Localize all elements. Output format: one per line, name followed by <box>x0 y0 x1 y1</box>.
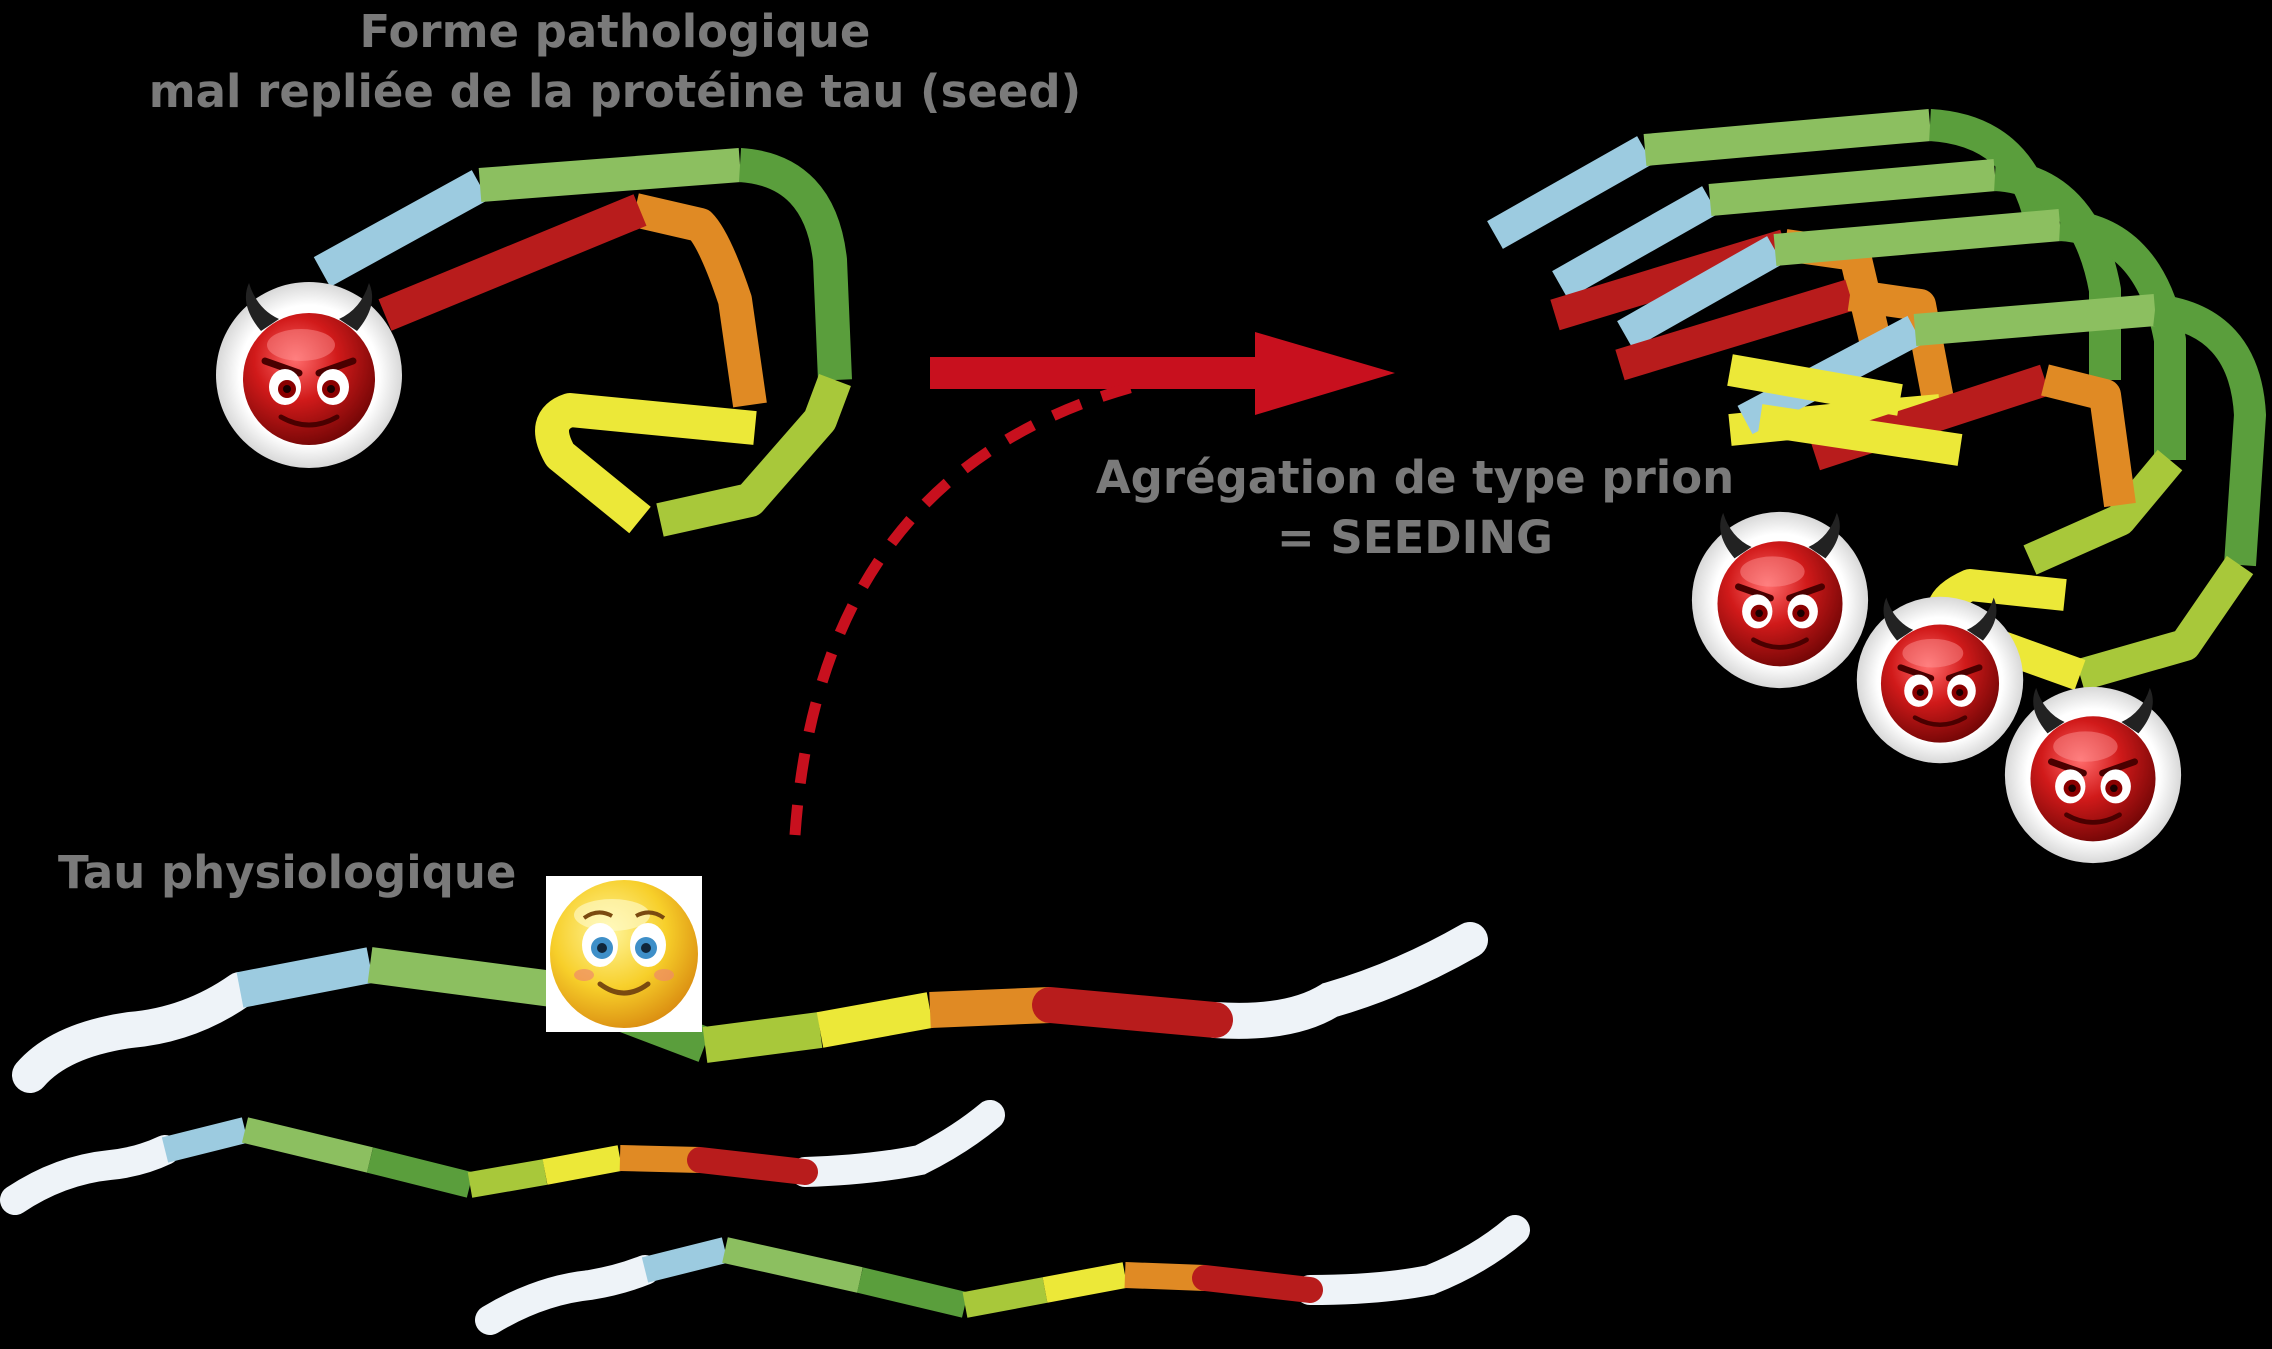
tau-strand <box>12 922 1488 1093</box>
physiological-smiley-face-icon <box>546 876 702 1032</box>
seed-segment-yellow <box>535 393 757 534</box>
aggregate-devil-face-icon <box>1857 597 2023 763</box>
seed-devil-face-icon <box>216 282 402 468</box>
seed-title-line1: Forme pathologique <box>359 5 871 58</box>
seed-segment-blue <box>313 170 489 287</box>
seeding-arrow <box>930 332 1395 415</box>
physiological-tau-strands <box>0 922 1530 1335</box>
tau-strand <box>475 1215 1530 1335</box>
aggregation-title: Agrégation de type prion = SEEDING <box>1030 448 1800 568</box>
seed-structure <box>313 148 852 537</box>
seed-segment-dark-green <box>738 148 852 381</box>
seed-title-line2: mal repliée de la protéine tau (seed) <box>148 65 1082 118</box>
physiological-title: Tau physiologique <box>58 846 517 899</box>
aggregation-title-line1: Agrégation de type prion <box>1095 451 1735 504</box>
aggregate-devil-face-icon <box>2005 687 2181 863</box>
seed-title: Forme pathologique mal repliée de la pro… <box>90 2 1140 122</box>
aggregate-structure <box>1487 109 2266 691</box>
seed-segment-orange <box>631 193 767 408</box>
recruitment-dashed-arc <box>789 379 1142 836</box>
seed-segment-red <box>378 194 647 331</box>
tau-strand <box>0 1100 1005 1215</box>
seed-segment-lime <box>656 374 851 537</box>
seed-segment-light-green <box>478 148 742 202</box>
aggregation-title-line2: = SEEDING <box>1277 511 1553 564</box>
